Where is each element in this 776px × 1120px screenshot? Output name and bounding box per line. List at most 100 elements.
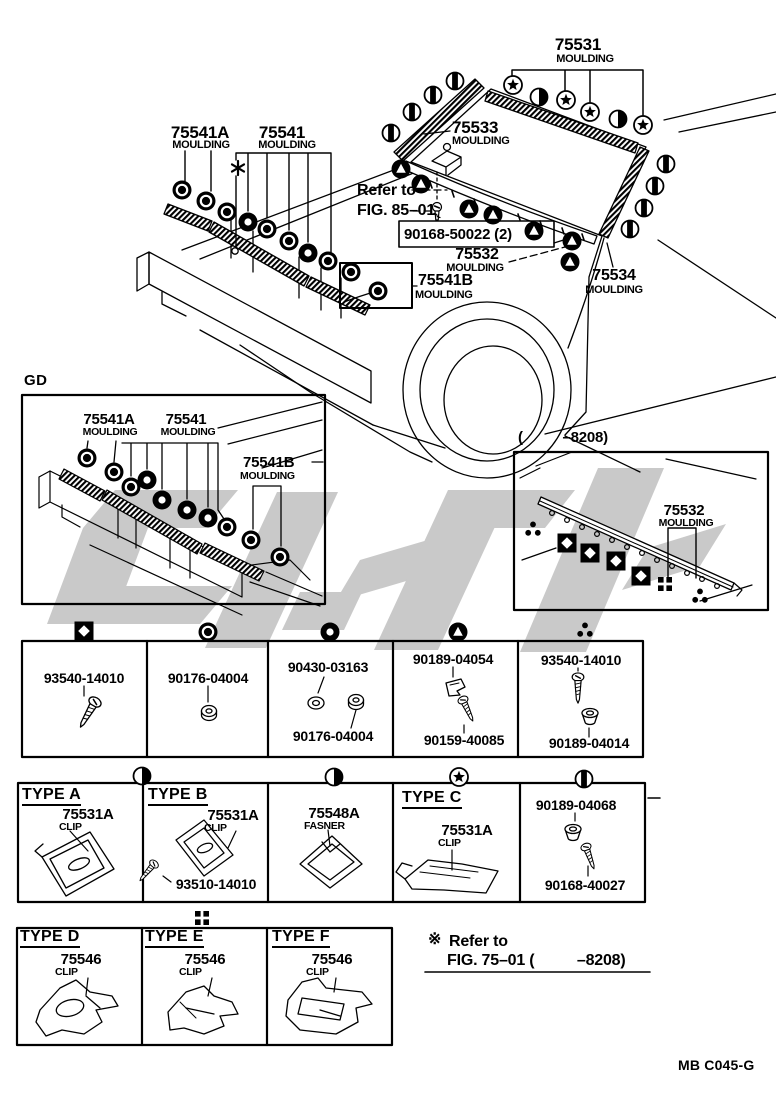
part-number-75541: 75541 bbox=[258, 123, 306, 142]
screw-icon bbox=[74, 694, 104, 732]
donut-circle-symbol bbox=[177, 500, 197, 520]
triangle-circle-symbol bbox=[391, 159, 411, 179]
fastener-grid-row2 bbox=[16, 781, 661, 904]
diamond-square-symbol bbox=[557, 533, 577, 553]
row3-header-symbols bbox=[195, 911, 209, 925]
star-circle-symbol bbox=[503, 75, 523, 95]
type-f-header: TYPE F bbox=[272, 929, 330, 948]
gd-part-number-75541A: 75541A bbox=[83, 411, 135, 428]
part-number-90168-40027: 90168-40027 bbox=[544, 877, 626, 893]
stripe-circle-symbol bbox=[423, 85, 443, 105]
gd-part-sub-75541A: MOULDING bbox=[82, 426, 138, 438]
part-number-75548A: 75548A bbox=[308, 805, 360, 822]
refer-note-line2: FIG. 85–01 bbox=[357, 202, 436, 219]
stripe-circle-symbol bbox=[656, 154, 676, 174]
part-number-93540-14010: 93540-14010 bbox=[43, 670, 125, 686]
grommet-icon bbox=[564, 823, 582, 842]
screw-icon bbox=[135, 857, 161, 885]
part-sub-75541: MOULDING bbox=[258, 139, 316, 151]
ring-circle-symbol bbox=[278, 230, 300, 252]
note-line1: Refer to bbox=[449, 933, 508, 950]
ring-circle-symbol bbox=[76, 447, 98, 469]
nut-icon bbox=[200, 704, 218, 722]
type-c-header: TYPE C bbox=[402, 790, 462, 809]
note-asterisk-marker: ※ bbox=[428, 931, 442, 948]
stripe-circle-symbol bbox=[574, 769, 594, 789]
star-circle-symbol bbox=[633, 115, 653, 135]
part-number-75531A: 75531A bbox=[62, 806, 114, 823]
gd-variant-box bbox=[20, 393, 327, 616]
part-number-93510-14010: 93510-14010 bbox=[175, 876, 257, 892]
part-number-75533: 75533 bbox=[452, 118, 499, 137]
triangle-circle-symbol bbox=[524, 221, 544, 241]
star-circle-symbol bbox=[449, 767, 469, 787]
asterisk-marker bbox=[230, 159, 246, 177]
part-number-75532: 75532 bbox=[455, 246, 499, 263]
screw-icon bbox=[579, 841, 600, 872]
part-number-75541A: 75541A bbox=[170, 123, 230, 142]
part-number-90189-04054: 90189-04054 bbox=[412, 651, 494, 667]
donut-circle-symbol bbox=[152, 490, 172, 510]
note-line2: FIG. 75–01 ( –8208) bbox=[447, 952, 626, 969]
grommet-icon bbox=[581, 707, 599, 726]
part-sub-75534: MOULDING bbox=[585, 284, 643, 296]
part-sub-clip: CLIP bbox=[204, 822, 227, 834]
triangle-circle-symbol bbox=[562, 231, 582, 251]
part-number-90176-04004: 90176-04004 bbox=[292, 728, 374, 744]
part-number-90159-40085: 90159-40085 bbox=[423, 732, 505, 748]
half-circle-symbol bbox=[324, 767, 344, 787]
part-number-75534: 75534 bbox=[592, 267, 636, 284]
front-car-diagram bbox=[136, 69, 776, 479]
stripe-circle-symbol bbox=[445, 71, 465, 91]
ring-circle-symbol bbox=[340, 261, 362, 283]
ring-circle-symbol bbox=[256, 218, 278, 240]
ring-circle-symbol bbox=[367, 280, 389, 302]
part-sub-clip: CLIP bbox=[59, 821, 82, 833]
triangle-circle-symbol bbox=[483, 205, 503, 225]
part-number-75531A: 75531A bbox=[207, 807, 259, 824]
quad-squares-symbol bbox=[658, 577, 672, 591]
part-number-90176-04004: 90176-04004 bbox=[167, 670, 249, 686]
donut-circle-symbol bbox=[137, 470, 157, 490]
row2-header-symbols bbox=[132, 766, 594, 789]
star-circle-symbol bbox=[556, 90, 576, 110]
ring-circle-symbol bbox=[240, 529, 262, 551]
stripe-circle-symbol bbox=[645, 176, 665, 196]
variant-part-number-75532: 75532 bbox=[663, 502, 705, 519]
part-number-75531A: 75531A bbox=[441, 822, 493, 839]
type-d-header: TYPE D bbox=[20, 929, 80, 948]
type-b-header: TYPE B bbox=[148, 787, 208, 806]
gd-part-sub-75541B: MOULDING bbox=[240, 470, 295, 482]
part-number-75546: 75546 bbox=[60, 951, 102, 968]
triangle-circle-symbol bbox=[560, 252, 580, 272]
part-number-75531: 75531 bbox=[554, 35, 602, 54]
part-number-90189-04014: 90189-04014 bbox=[548, 735, 630, 751]
ring-circle-symbol bbox=[171, 179, 193, 201]
stripe-circle-symbol bbox=[634, 198, 654, 218]
part-number-90189-04068: 90189-04068 bbox=[535, 797, 617, 813]
part-sub-clip: CLIP bbox=[179, 966, 202, 978]
ring-circle-symbol bbox=[197, 621, 219, 643]
variant-range: ( –8208) bbox=[518, 429, 608, 446]
refer-note-line1: Refer to bbox=[357, 182, 416, 199]
variant-part-sub-75532: MOULDING bbox=[658, 517, 714, 529]
stripe-circle-symbol bbox=[402, 102, 422, 122]
diamond-square-symbol bbox=[580, 543, 600, 563]
row1-header-symbols bbox=[74, 621, 593, 643]
diamond-square-symbol bbox=[74, 621, 94, 641]
part-sub-clip: CLIP bbox=[438, 837, 461, 849]
part-sub-75541A: MOULDING bbox=[172, 139, 230, 151]
ring-circle-symbol bbox=[317, 250, 339, 272]
part-number-75546: 75546 bbox=[184, 951, 226, 968]
ring-circle-symbol bbox=[195, 190, 217, 212]
donut-circle-symbol bbox=[298, 243, 318, 263]
gd-part-number-75541: 75541 bbox=[165, 411, 207, 428]
star-circle-symbol bbox=[580, 102, 600, 122]
gd-part-number-75541B: 75541B bbox=[243, 454, 295, 471]
donut-circle-symbol bbox=[238, 212, 258, 232]
part-sub-75532: MOULDING bbox=[446, 262, 504, 274]
screw-icon bbox=[456, 693, 479, 724]
nut-icon bbox=[347, 693, 365, 711]
early-variant-box bbox=[512, 450, 770, 612]
